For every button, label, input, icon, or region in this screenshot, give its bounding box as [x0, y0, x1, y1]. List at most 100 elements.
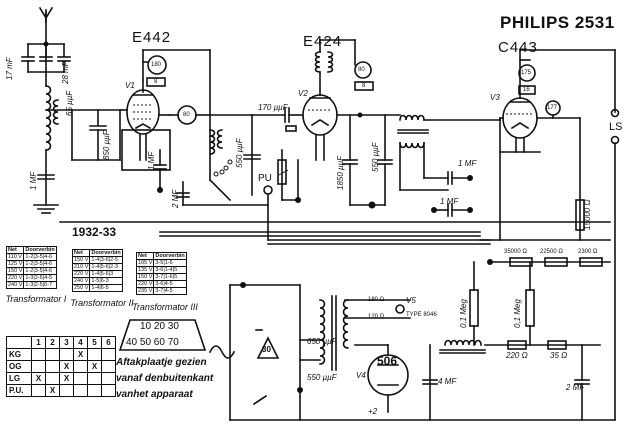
tube-v2-symbol	[302, 71, 338, 161]
switch-mark-cell	[73, 360, 88, 373]
label-c650: 650 µµF	[307, 337, 337, 346]
label-c2a: 2 MF	[171, 189, 180, 208]
tube-name-v4: 506	[377, 354, 398, 368]
tube-ref-v4: V4	[356, 371, 366, 380]
label-c1b: 1 MF	[147, 151, 156, 170]
table-cell: 240 V	[71, 277, 91, 285]
ac-symbol	[208, 345, 236, 359]
table-cell: 220 V	[71, 270, 91, 278]
table-cell: 150 V	[135, 273, 155, 281]
table-cell: 210 V	[71, 263, 91, 271]
tag-v3-177: 177	[547, 105, 558, 111]
switch-mark-cell	[87, 384, 102, 397]
table-cell: 1-2|3-5|4-6	[23, 267, 57, 275]
switch-mark-cell: X	[59, 360, 74, 373]
year-label: 1932-33	[72, 225, 117, 239]
tube-name-v1: E442	[132, 29, 172, 46]
table-cell: 240 V	[5, 281, 25, 289]
label-r15000: 15000 Ω	[583, 199, 592, 230]
switch-row: P.U.X	[6, 384, 116, 397]
tag-v1-180: 180	[151, 62, 162, 68]
tag-v1-80: 80	[183, 112, 190, 118]
label-r01meg-b: 0,1 Meg	[513, 299, 522, 328]
tube-ref-v1: V1	[125, 81, 135, 90]
label-r01meg: 0,1 Meg	[459, 299, 468, 328]
note-line-3: vanhet apparaat	[116, 389, 193, 400]
label-c4mf: 4 MF	[438, 377, 457, 386]
tap-numbers-top: 10 20 30	[140, 321, 179, 332]
tap-numbers-bottom: 40 50 60 70	[126, 337, 179, 348]
switch-mark-cell	[45, 372, 60, 385]
tube-ref-v2: V2	[298, 89, 308, 98]
table-cell: 1-2|3-5|4-6	[23, 253, 57, 261]
switch-row-label: KG	[6, 348, 32, 361]
switch-header-cell	[6, 336, 32, 349]
switch-row: KG X	[6, 348, 116, 361]
table-cell: 1-3|2-6|4-5	[23, 274, 57, 282]
tap-plate-diagram	[118, 319, 207, 351]
table-cell: 3-6|4-5	[153, 280, 187, 288]
table-cell: 1-5|6-3	[89, 277, 123, 285]
table-cell: 110 V	[5, 253, 25, 261]
table-cell: 105 V	[135, 259, 155, 267]
switch-header-cell: 5	[87, 336, 102, 349]
label-c1: 1 MF	[29, 171, 38, 190]
table-cell: 1-4|5-6|2-3	[89, 263, 123, 271]
label-v120: 120 Ω	[368, 314, 385, 320]
tube-name-v2: E424	[303, 33, 343, 50]
table-cell: 220 V	[5, 274, 25, 282]
switch-mark-cell: X	[31, 372, 46, 385]
switch-header-cell: 4	[73, 336, 88, 349]
table-cell: 150 V	[5, 267, 25, 275]
tube-name-v3: C443	[498, 39, 538, 56]
table-cell: Doorverbin	[153, 252, 187, 260]
table-cell: 1-4|5-6|3	[89, 270, 123, 278]
switch-mark-cell	[45, 348, 60, 361]
switch-mark-cell: X	[59, 372, 74, 385]
switch-mark-cell	[101, 372, 116, 385]
label-r220: 220 Ω	[506, 351, 528, 360]
label-c550b: 550 µµF	[371, 142, 380, 172]
label-c17: 17 mF	[5, 57, 14, 80]
table-cell: 1-4|6-5	[89, 284, 123, 292]
switch-mark-cell	[101, 348, 116, 361]
switch-mark-cell	[87, 372, 102, 385]
label-c1mf-d: 1 MF	[440, 197, 459, 206]
switch-mark-cell	[31, 348, 46, 361]
interstage-transformer	[397, 114, 429, 191]
label-c1850: 1850 µµF	[336, 155, 345, 190]
table-cell: 1-4|3-6|2-5	[89, 256, 123, 264]
switch-mark-cell	[59, 348, 74, 361]
switch-mark-cell: X	[73, 348, 88, 361]
label-type-8046: TYPE 8046	[406, 312, 437, 318]
table-cell: Net	[71, 249, 91, 257]
label-r2300: 2300 Ω	[578, 249, 598, 255]
label-c2mf: 2 MF	[566, 383, 585, 392]
label-c170: 170 µµF	[258, 103, 288, 112]
tag-v3-16: 16	[523, 87, 530, 93]
table-cell: 3-7|4-5	[153, 287, 187, 295]
table-cell: 150 V	[71, 256, 91, 264]
switch-mark-cell	[59, 384, 74, 397]
table-cell: Doorverbin	[23, 246, 57, 254]
switch-mark-cell	[73, 384, 88, 397]
table-cell: 3-6|1-4|5	[153, 266, 187, 274]
switch-mark-cell: X	[87, 360, 102, 373]
label-c550a: 550 µµF	[235, 138, 244, 168]
table-cell: Net	[5, 246, 25, 254]
label-v180: 180 Ω	[368, 297, 385, 303]
table-cell: 1-2|3-5|4-6	[23, 260, 57, 268]
